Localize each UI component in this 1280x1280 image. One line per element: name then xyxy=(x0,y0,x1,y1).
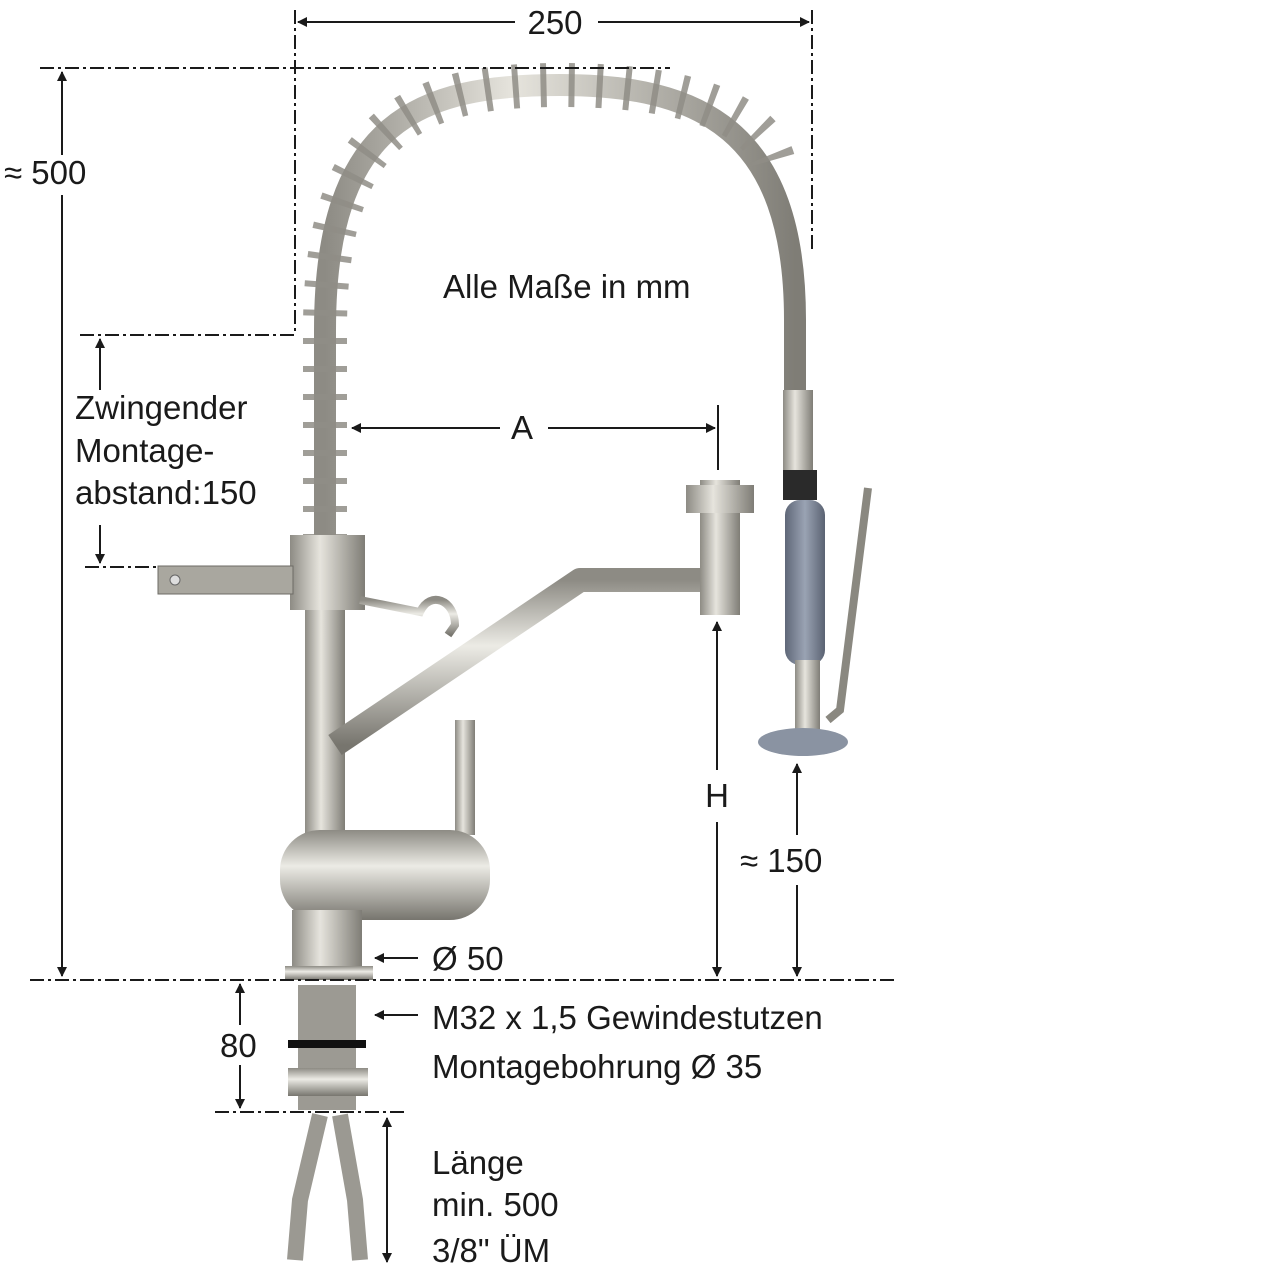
spray-grip xyxy=(785,500,825,665)
dimension-a-label: A xyxy=(511,409,533,446)
mixer-body xyxy=(280,830,490,920)
mixer-lever xyxy=(455,720,475,835)
hose-note-line1: Länge xyxy=(432,1144,524,1181)
wall-bracket xyxy=(157,565,294,595)
faucet-illustration xyxy=(157,62,872,1261)
swivel-spout xyxy=(328,568,700,755)
thread-length-label: 80 xyxy=(220,1027,257,1064)
collar xyxy=(290,535,365,610)
mounting-note-line1: Zwingender xyxy=(75,389,247,426)
dimension-lines xyxy=(30,10,895,1263)
faucet-column xyxy=(305,600,345,840)
spring-coil xyxy=(303,62,797,540)
units-note: Alle Maße in mm xyxy=(443,268,691,305)
spring-hose xyxy=(314,73,806,560)
supply-hoses xyxy=(287,1113,368,1261)
hook xyxy=(359,596,460,638)
spray-trigger xyxy=(825,487,872,724)
height-label: ≈ 500 xyxy=(4,154,86,191)
mounting-note-line3: abstand:150 xyxy=(75,474,257,511)
base-diameter-label: Ø 50 xyxy=(432,940,504,977)
width-label: 250 xyxy=(527,4,582,41)
mounting-note-line2: Montage- xyxy=(75,432,214,469)
base xyxy=(292,910,362,970)
hose-note-line3: 3/8" ÜM xyxy=(432,1232,550,1269)
thread-note: M32 x 1,5 Gewindestutzen xyxy=(432,999,823,1036)
dimension-h-label: H xyxy=(705,777,729,814)
spray-head xyxy=(758,728,848,756)
drill-hole-note: Montagebohrung Ø 35 xyxy=(432,1048,762,1085)
spray-height-label: ≈ 150 xyxy=(740,842,822,879)
hose-note-line2: min. 500 xyxy=(432,1186,559,1223)
